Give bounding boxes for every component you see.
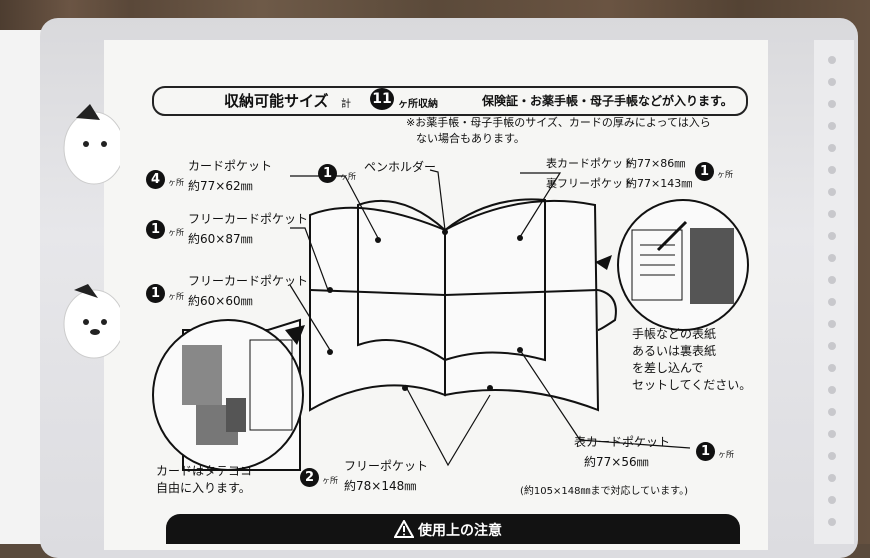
binding-hole [828, 188, 836, 196]
binding-hole [828, 232, 836, 240]
binding-hole [828, 342, 836, 350]
binding-hole [828, 276, 836, 284]
card-pocket-unit: ヶ所 [168, 178, 184, 187]
pen-holder-name: ペンホルダー [364, 160, 437, 174]
total-count-badge: 11 [370, 88, 394, 110]
note-line-2: ない場合もあります。 [416, 132, 525, 145]
card-pocket-count-badge: 4 [146, 170, 165, 189]
binding-hole [828, 408, 836, 416]
free-card-pocket-1-size: 約60×87㎜ [188, 232, 253, 246]
precautions-title: 使用上の注意 [418, 523, 502, 539]
pen-holder-count-badge: 1 [318, 164, 337, 183]
back-free-pocket-size: 約77×143㎜ [626, 177, 693, 190]
binding-hole [828, 298, 836, 306]
cover-insert-line-3: を差し込んで [632, 361, 704, 375]
cover-insert-line-4: セットしてください。 [632, 378, 752, 392]
binding-hole [828, 254, 836, 262]
binding-hole [828, 210, 836, 218]
front-card-pocket-bottom-unit: ヶ所 [718, 450, 734, 459]
precautions-banner [166, 514, 740, 544]
capacity-title: 収納可能サイズ [224, 92, 329, 110]
binding-hole [828, 364, 836, 372]
front-card-pocket-bottom-size: 約77×56㎜ [584, 455, 649, 469]
binding-hole [828, 56, 836, 64]
binding-hole [828, 518, 836, 526]
front-card-pocket-top-size: 約77×86㎜ [626, 157, 686, 170]
binding-hole [828, 166, 836, 174]
front-card-pocket-bottom-name: 表カードポケット [574, 435, 671, 449]
total-suffix: ヶ所収納 [398, 99, 438, 110]
free-card-pocket-1-count-badge: 1 [146, 220, 165, 239]
binding-rail [814, 40, 854, 544]
back-free-pocket-count-badge: 1 [695, 162, 714, 181]
binding-hole [828, 386, 836, 394]
card-pocket-name: カードポケット [188, 159, 273, 173]
free-card-pocket-1-unit: ヶ所 [168, 228, 184, 237]
back-free-pocket-unit: ヶ所 [717, 170, 733, 179]
binding-hole [828, 452, 836, 460]
free-pocket-count-badge: 2 [300, 468, 319, 487]
card-orientation-line-1: カードはタテヨコ [156, 464, 253, 478]
binding-hole [828, 430, 836, 438]
fits-up-to-note: (約105×148㎜まで対応しています。) [520, 486, 689, 497]
binding-hole [828, 496, 836, 504]
card-pocket-size: 約77×62㎜ [188, 179, 253, 193]
free-card-pocket-2-unit: ヶ所 [168, 292, 184, 301]
total-label: 計 [341, 99, 351, 110]
note-line-1: ※お薬手帳・母子手帳のサイズ、カードの厚みによっては入ら [406, 116, 711, 129]
free-pocket-size: 約78×148㎜ [344, 479, 417, 493]
binding-hole [828, 320, 836, 328]
front-card-pocket-bottom-count-badge: 1 [696, 442, 715, 461]
free-pocket-name: フリーポケット [344, 459, 429, 473]
binding-hole [828, 144, 836, 152]
front-card-pocket-top-name: 表カードポケット [546, 157, 634, 170]
free-pocket-unit: ヶ所 [322, 476, 338, 485]
free-card-pocket-2-size: 約60×60㎜ [188, 294, 253, 308]
binding-hole [828, 100, 836, 108]
back-free-pocket-name: 裏フリーポケット [546, 177, 634, 190]
warning-triangle-icon [394, 520, 414, 538]
free-card-pocket-2-count-badge: 1 [146, 284, 165, 303]
free-card-pocket-1-name: フリーカードポケット [188, 212, 309, 226]
mascot-sticker-bottom [63, 284, 120, 359]
fits-items-text: 保険証・お薬手帳・母子手帳などが入ります。 [482, 94, 733, 108]
binding-hole [828, 122, 836, 130]
book-cover-diagram [152, 169, 749, 471]
free-card-pocket-2-name: フリーカードポケット [188, 274, 309, 288]
mascot-sticker-top [63, 104, 120, 185]
cover-insert-line-2: あるいは裏表紙 [632, 344, 717, 358]
cover-insert-line-1: 手帳などの表紙 [632, 327, 717, 341]
card-orientation-line-2: 自由に入ります。 [156, 481, 251, 495]
pen-holder-unit: ヶ所 [340, 172, 356, 181]
capacity-header-pill [152, 86, 748, 116]
binding-hole [828, 78, 836, 86]
binding-hole [828, 474, 836, 482]
